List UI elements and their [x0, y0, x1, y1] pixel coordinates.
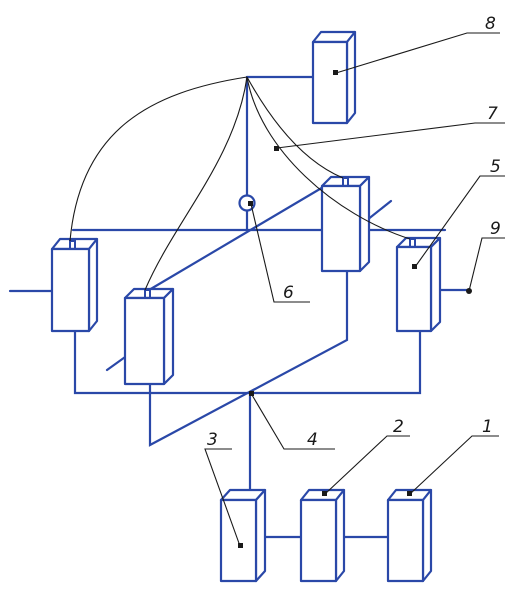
- leader-5: [414, 175, 505, 268]
- top-ticks: [69, 177, 416, 298]
- circle-element-6: [238, 194, 256, 212]
- leader-lines: [204, 32, 505, 547]
- leader-4: [251, 394, 335, 450]
- box-3: [219, 488, 267, 583]
- label-1: 1: [482, 417, 493, 437]
- labels: 8 7 5 9 6 4 3 2 1: [207, 14, 501, 450]
- frame-lines: [8, 75, 470, 539]
- upper-diagonal: [147, 181, 332, 292]
- leader-9: [468, 237, 505, 292]
- box-5: [395, 236, 442, 333]
- label-5: 5: [490, 157, 501, 177]
- box-mid-left: [123, 287, 175, 386]
- leader-dots: [238, 70, 472, 548]
- leader-3: [204, 448, 241, 547]
- leader-2: [324, 435, 410, 495]
- leader-8: [335, 32, 500, 74]
- box-1: [386, 488, 433, 583]
- box-mid-right: [320, 175, 371, 273]
- cable-mid-right: [246, 76, 344, 179]
- box-2: [299, 488, 346, 583]
- label-2: 2: [393, 417, 404, 437]
- boxes: [50, 30, 442, 583]
- label-9: 9: [490, 219, 501, 239]
- label-8: 8: [485, 14, 496, 34]
- cable-mid-left: [144, 76, 248, 291]
- cable-right: [246, 76, 411, 240]
- label-7: 7: [487, 104, 498, 124]
- leader-7: [276, 122, 505, 149]
- label-4: 4: [307, 430, 318, 450]
- label-6: 6: [283, 283, 294, 303]
- lower-diagonal-path: [148, 269, 349, 447]
- label-3: 3: [207, 430, 218, 450]
- box-8: [311, 30, 357, 125]
- leader-1: [409, 435, 499, 495]
- box-left: [50, 237, 99, 333]
- cable-left: [69, 76, 248, 242]
- leader-6: [250, 203, 310, 303]
- cables: [69, 76, 411, 291]
